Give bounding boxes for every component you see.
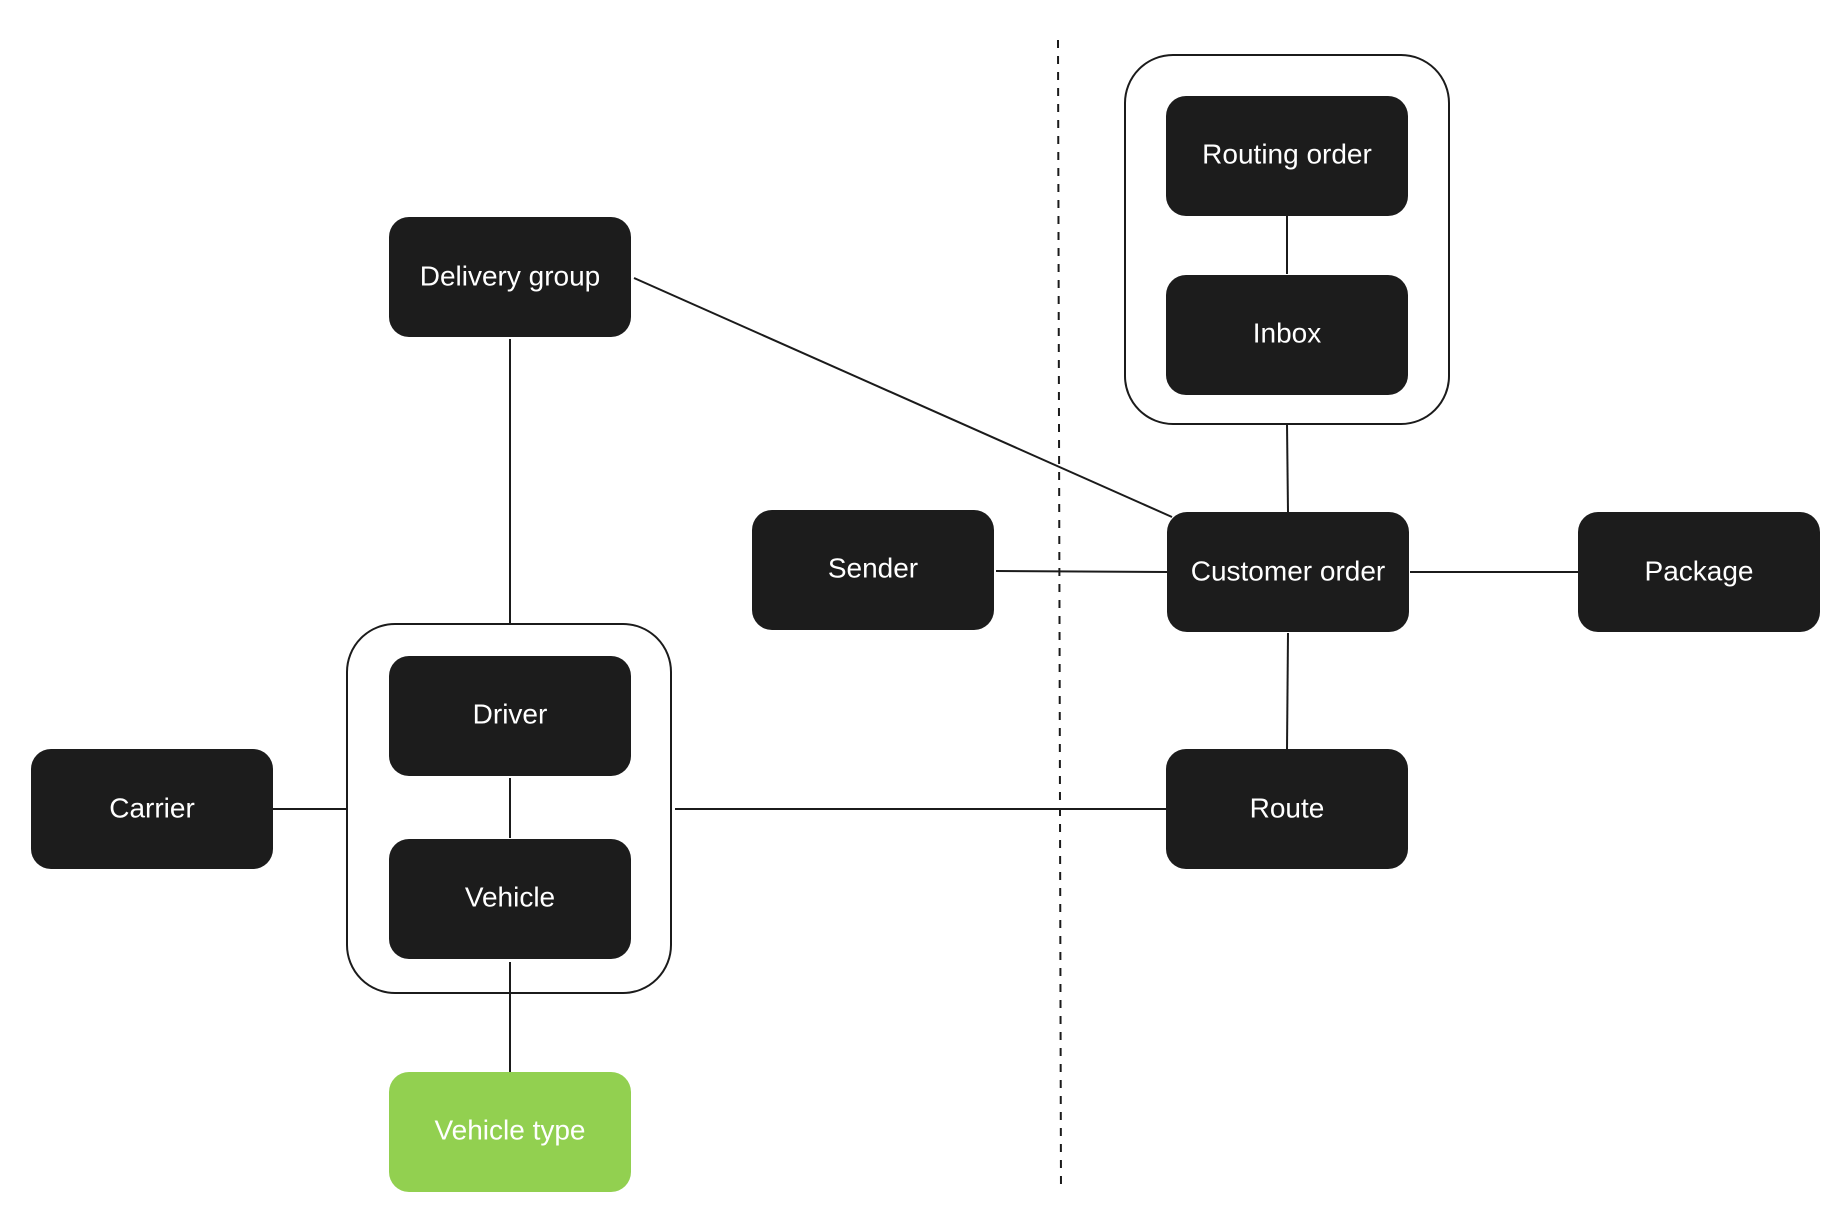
edge-customer-order-route <box>1286 632 1289 750</box>
edge-sender-customer-order <box>995 570 1169 573</box>
node-label: Inbox <box>1253 318 1322 349</box>
node-vehicle-type[interactable]: Vehicle type <box>389 1072 631 1192</box>
node-customer-order[interactable]: Customer order <box>1167 512 1409 632</box>
node-label: Sender <box>828 553 918 584</box>
node-route[interactable]: Route <box>1166 749 1408 869</box>
node-sender[interactable]: Sender <box>752 510 994 630</box>
node-inbox[interactable]: Inbox <box>1166 275 1408 395</box>
node-label: Customer order <box>1191 556 1386 587</box>
node-label: Vehicle type <box>435 1115 586 1146</box>
node-vehicle[interactable]: Vehicle <box>389 839 631 959</box>
dashed-divider <box>1057 39 1062 1193</box>
node-label: Routing order <box>1202 139 1372 170</box>
node-label: Package <box>1645 556 1754 587</box>
edge-inbox-group-customer-order <box>1286 423 1289 513</box>
node-label: Driver <box>473 699 548 730</box>
edges <box>273 216 1578 1072</box>
node-label: Vehicle <box>465 882 555 913</box>
node-label: Route <box>1250 793 1325 824</box>
node-label: Carrier <box>109 793 195 824</box>
node-delivery-group[interactable]: Delivery group <box>389 217 631 337</box>
node-carrier[interactable]: Carrier <box>31 749 273 869</box>
node-label: Delivery group <box>420 261 601 292</box>
edge-delivery-group-customer-order <box>633 277 1173 518</box>
node-driver[interactable]: Driver <box>389 656 631 776</box>
node-package[interactable]: Package <box>1578 512 1820 632</box>
node-routing-order[interactable]: Routing order <box>1166 96 1408 216</box>
